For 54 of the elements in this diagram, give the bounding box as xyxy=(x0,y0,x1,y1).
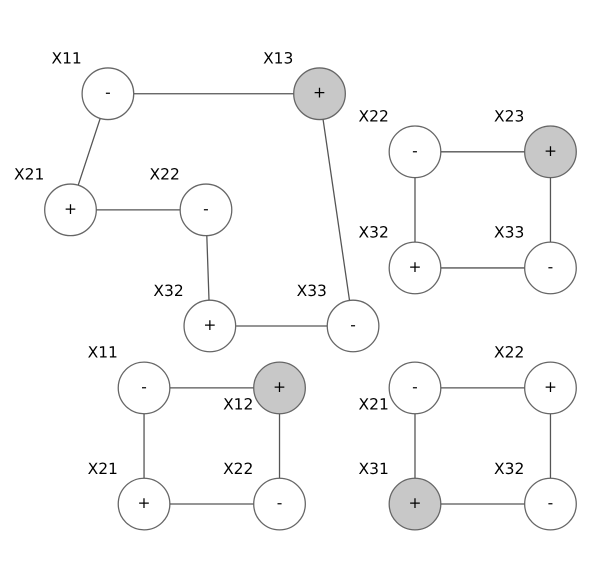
node-circle: - xyxy=(253,477,306,530)
node-circle: - xyxy=(524,240,577,294)
node-circle: + xyxy=(293,66,346,120)
node-circle: - xyxy=(180,182,232,236)
connector xyxy=(278,413,280,478)
node-circle: + xyxy=(524,124,577,178)
node-label: X11 xyxy=(88,343,118,362)
node-circle: + xyxy=(183,299,236,352)
node-circle: + xyxy=(118,477,170,530)
node-circle: - xyxy=(81,66,134,120)
node-circle: + xyxy=(524,360,577,414)
node-circle: - xyxy=(388,124,442,178)
connector xyxy=(440,386,524,388)
node-label: X33 xyxy=(494,223,524,242)
node-label: X11 xyxy=(51,49,82,68)
node-circle: + xyxy=(253,360,306,414)
node-label: X21 xyxy=(14,165,44,184)
node-label: X21 xyxy=(88,459,118,478)
node-label: X22 xyxy=(358,107,389,126)
connector xyxy=(414,177,416,242)
connector xyxy=(440,150,524,152)
node-label: X22 xyxy=(494,343,524,362)
node-label: X23 xyxy=(494,107,524,126)
node-label: X21 xyxy=(358,394,389,413)
node-circle: - xyxy=(388,360,442,414)
node-label: X12 xyxy=(223,394,254,413)
connector xyxy=(550,177,552,242)
node-label: X32 xyxy=(153,281,184,300)
node-circle: + xyxy=(388,477,442,530)
node-circle: - xyxy=(326,299,380,352)
connector xyxy=(96,208,180,210)
connector xyxy=(143,413,145,478)
connector xyxy=(236,324,328,326)
connector xyxy=(78,118,101,185)
connector xyxy=(134,92,294,94)
node-circle: + xyxy=(44,182,97,236)
node-label: X32 xyxy=(358,223,389,242)
connector xyxy=(206,235,210,300)
connector xyxy=(170,502,254,504)
node-circle: - xyxy=(118,360,170,414)
node-label: X13 xyxy=(263,49,294,68)
node-label: X32 xyxy=(494,459,524,478)
connector xyxy=(550,413,552,478)
node-label: X22 xyxy=(150,165,180,184)
connector xyxy=(440,502,524,504)
node-label: X31 xyxy=(358,459,389,478)
connector xyxy=(170,386,254,388)
connector xyxy=(322,119,350,300)
connector xyxy=(440,266,524,268)
node-circle: - xyxy=(524,477,577,530)
connector xyxy=(414,413,416,478)
node-label: X33 xyxy=(296,281,327,300)
node-circle: + xyxy=(388,240,442,294)
node-label: X22 xyxy=(223,459,254,478)
